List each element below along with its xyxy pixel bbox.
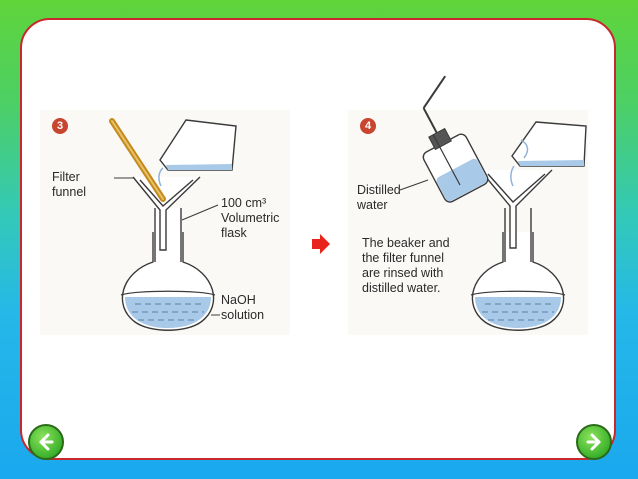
step-badge-3: 3: [52, 118, 68, 134]
label-filter-funnel: Filter funnel: [52, 170, 87, 199]
next-button[interactable]: [576, 424, 612, 460]
right-funnel: [479, 169, 553, 249]
arrow-right-icon: [586, 433, 601, 451]
label-distilled-water: Distilled water: [357, 183, 401, 212]
right-arrow-icon: [312, 234, 330, 254]
label-rinse-description: The beaker and the filter funnel are rin…: [362, 236, 450, 295]
label-volumetric-flask: 100 cm³ Volumetric flask: [221, 196, 280, 240]
step-badge-4: 4: [360, 118, 376, 134]
arrow-left-icon: [39, 433, 54, 451]
wash-bottle: [422, 75, 489, 203]
label-naoh-solution: NaOH solution: [221, 293, 265, 322]
prev-button[interactable]: [28, 424, 64, 460]
left-funnel: [132, 176, 201, 251]
